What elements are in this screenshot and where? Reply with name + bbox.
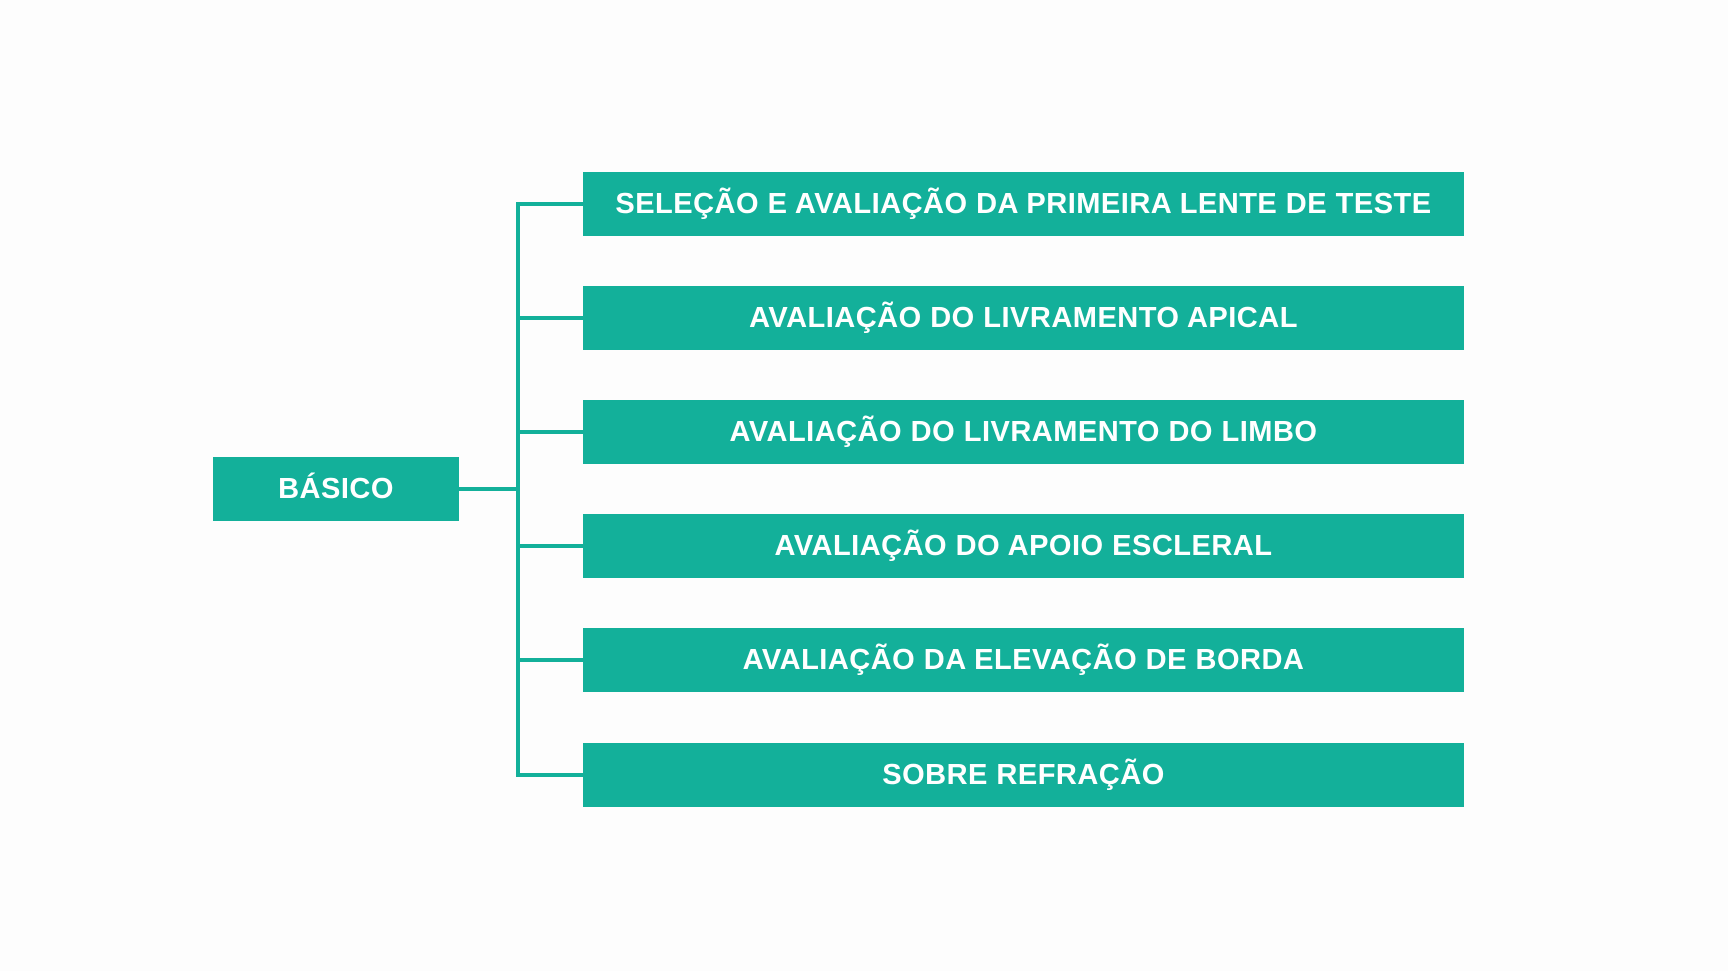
- child-node-5: AVALIAÇÃO DA ELEVAÇÃO DE BORDA: [583, 628, 1464, 692]
- root-node-basico: BÁSICO: [213, 457, 459, 521]
- root-node-label: BÁSICO: [278, 472, 394, 505]
- child-node-label: AVALIAÇÃO DA ELEVAÇÃO DE BORDA: [742, 643, 1305, 676]
- child-node-1: SELEÇÃO E AVALIAÇÃO DA PRIMEIRA LENTE DE…: [583, 172, 1464, 236]
- child-node-2: AVALIAÇÃO DO LIVRAMENTO APICAL: [583, 286, 1464, 350]
- child-node-label: SOBRE REFRAÇÃO: [882, 758, 1165, 791]
- child-node-label: AVALIAÇÃO DO LIVRAMENTO DO LIMBO: [729, 415, 1318, 448]
- child-node-label: AVALIAÇÃO DO APOIO ESCLERAL: [774, 529, 1273, 562]
- child-node-3: AVALIAÇÃO DO LIVRAMENTO DO LIMBO: [583, 400, 1464, 464]
- child-node-label: SELEÇÃO E AVALIAÇÃO DA PRIMEIRA LENTE DE…: [615, 187, 1432, 220]
- child-node-4: AVALIAÇÃO DO APOIO ESCLERAL: [583, 514, 1464, 578]
- child-node-6: SOBRE REFRAÇÃO: [583, 743, 1464, 807]
- child-node-label: AVALIAÇÃO DO LIVRAMENTO APICAL: [749, 301, 1298, 334]
